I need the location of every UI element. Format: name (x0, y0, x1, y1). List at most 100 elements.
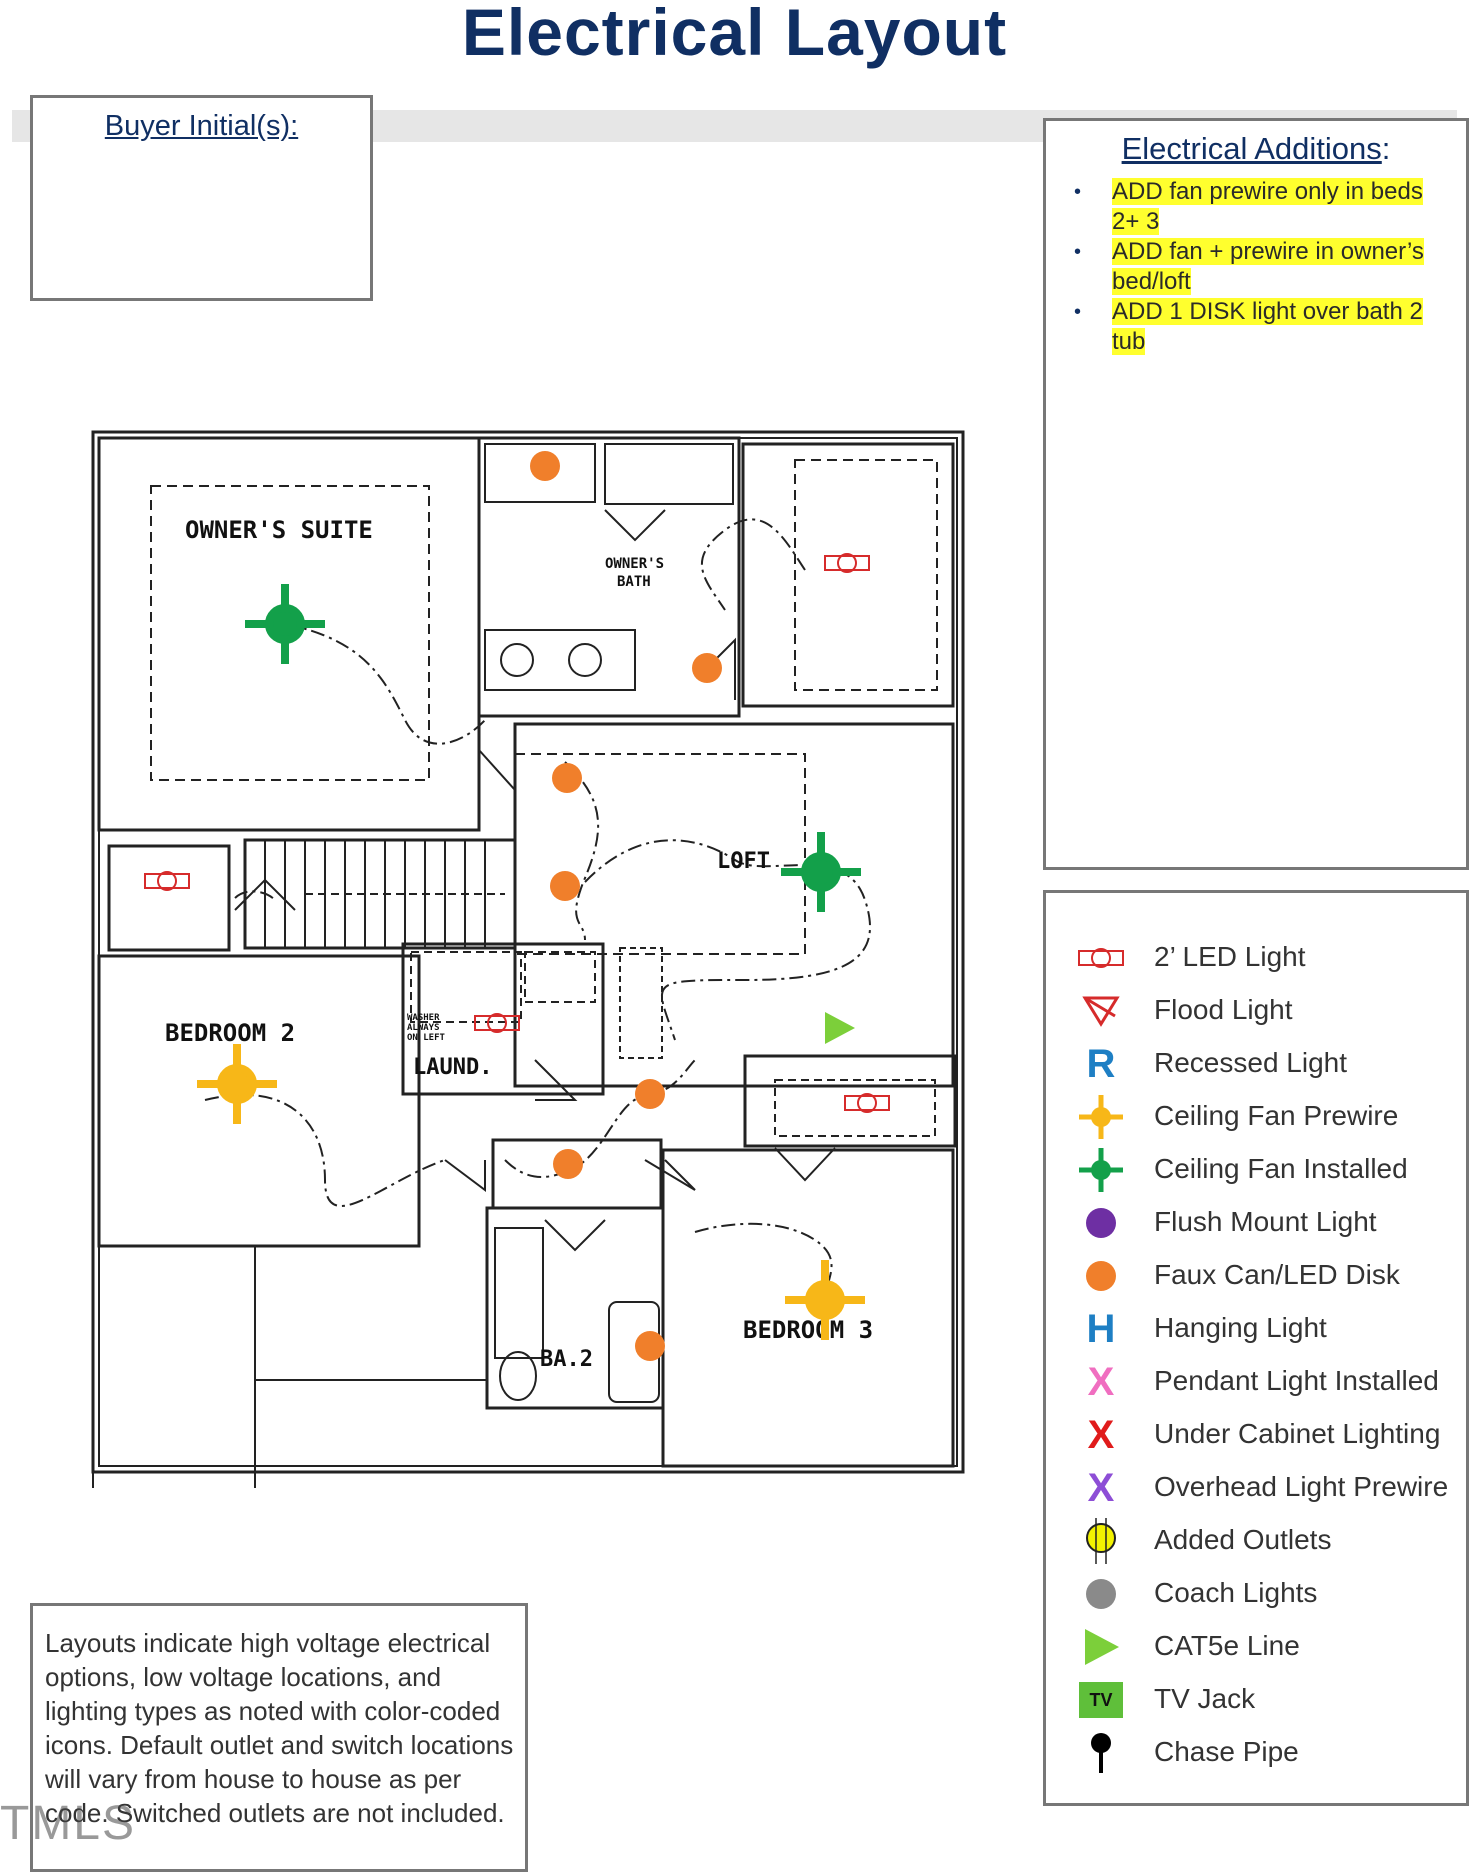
electrical-additions-box: Electrical Additions: ADD fan prewire on… (1043, 118, 1469, 870)
electrical-additions-title-colon: : (1381, 131, 1391, 166)
owners-closet-shelf (604, 443, 734, 505)
under-cabinet-lighting-icon: X (1076, 1410, 1126, 1460)
faux-can-led-disk-icon (1076, 1251, 1126, 1301)
cat5e-line-icon (1076, 1622, 1126, 1672)
legend-item-added-outlets: Added Outlets (1046, 1516, 1466, 1566)
owners-closet-wall (741, 442, 955, 708)
door (644, 1159, 696, 1191)
legend-item-led-light: 2’ LED Light (1046, 933, 1466, 983)
exterior-wall (91, 430, 965, 1474)
room-label-owners-bath: OWNER'S (605, 556, 664, 572)
note-text: Layouts indicate high voltage electrical… (45, 1628, 514, 1828)
faux-can-led-disk-icon (692, 653, 722, 683)
recessed-light-icon: R (1076, 1039, 1126, 1089)
legend-label: CAT5e Line (1154, 1630, 1300, 1661)
wire (284, 623, 486, 745)
owners-suite-tray (150, 485, 430, 781)
hanging-light-glyph: H (1086, 1306, 1116, 1351)
legend-item-under-cabinet-lighting: X Under Cabinet Lighting (1046, 1410, 1466, 1460)
wire (564, 1059, 696, 1173)
addition-item: ADD fan + prewire in owner’s bed/loft (1068, 237, 1448, 297)
overhead-prewire-glyph: X (1087, 1465, 1115, 1510)
legend-label: Added Outlets (1154, 1524, 1332, 1555)
door (544, 1219, 606, 1252)
legend-item-hanging-light: H Hanging Light (1046, 1304, 1466, 1354)
wire (204, 1093, 446, 1207)
wire (694, 1222, 833, 1301)
legend-label: 2’ LED Light (1154, 941, 1306, 972)
legend-item-chase-pipe: Chase Pipe (1046, 1728, 1466, 1778)
legend-label: Flush Mount Light (1154, 1206, 1377, 1237)
hanging-light-icon: H (1076, 1304, 1126, 1354)
room-label-owners-suite: OWNER'S SUITE (185, 516, 373, 544)
tv-jack-icon: TV (1076, 1675, 1126, 1725)
door (478, 749, 516, 793)
room-label-washer-2: ALWAYS (407, 1023, 440, 1033)
sink (568, 643, 602, 677)
flush-mount-light-icon (1076, 1198, 1126, 1248)
room-label-owners-bath-2: BATH (617, 574, 651, 590)
room-label-bedroom3: BEDROOM 3 (743, 1316, 873, 1344)
electrical-additions-title: Electrical Additions: (1046, 131, 1466, 167)
legend-item-flush-mount-light: Flush Mount Light (1046, 1198, 1466, 1248)
faux-can-led-disk-icon (553, 1149, 583, 1179)
legend-label: TV Jack (1154, 1683, 1256, 1714)
wiring (204, 518, 871, 1301)
ceiling-fan-installed-icon (245, 584, 325, 664)
overhead-light-prewire-icon: X (1076, 1463, 1126, 1513)
wire (564, 761, 600, 941)
legend-label: Coach Lights (1154, 1577, 1318, 1608)
recessed-light-glyph: R (1086, 1041, 1116, 1086)
led-light-icon (824, 553, 870, 573)
legend-item-pendant-light: X Pendant Light Installed (1046, 1357, 1466, 1407)
added-outlet-icon (1076, 1516, 1126, 1566)
bedroom2-wall (97, 954, 421, 1248)
door (234, 878, 296, 911)
ceiling-fan-prewire-icon (785, 1260, 865, 1340)
legend-item-faux-can-led-disk: Faux Can/LED Disk (1046, 1251, 1466, 1301)
faux-can-led-disk-icon (552, 763, 582, 793)
room-label-loft: LOFT (717, 849, 770, 874)
led-light-icon (144, 871, 190, 891)
faux-can-led-disk-icon (550, 871, 580, 901)
wire (584, 839, 871, 1041)
legend-item-recessed-light: R Recessed Light (1046, 1039, 1466, 1089)
note-box: Layouts indicate high voltage electrical… (30, 1603, 528, 1872)
dryer (524, 951, 596, 1003)
faux-can-led-disk-icon (635, 1079, 665, 1109)
electrical-additions-list: ADD fan prewire only in beds 2+ 3 ADD fa… (1068, 177, 1448, 357)
addition-item-text: ADD fan prewire only in beds 2+ 3 (1112, 178, 1423, 235)
door (534, 1059, 578, 1101)
addition-item: ADD fan prewire only in beds 2+ 3 (1068, 177, 1448, 237)
wire (234, 890, 276, 901)
buyer-initials-box[interactable]: Buyer Initial(s): (30, 95, 373, 301)
tv-jack-glyph: TV (1079, 1682, 1123, 1718)
faux-can-markers (530, 451, 722, 1361)
coach-light-icon (1076, 1569, 1126, 1619)
legend-label: Recessed Light (1154, 1047, 1348, 1078)
flood-light-icon (1076, 986, 1126, 1036)
ceiling-fan-installed-icon (1076, 1145, 1126, 1195)
legend-label: Flood Light (1154, 994, 1293, 1025)
ceiling-fan-prewire-icon (1076, 1092, 1126, 1142)
watermark: TMLS (0, 1797, 137, 1850)
legend-item-overhead-light-prewire: X Overhead Light Prewire (1046, 1463, 1466, 1513)
faux-can-led-disk-icon (530, 451, 560, 481)
legend-label: Ceiling Fan Installed (1154, 1153, 1408, 1184)
room-label-washer: WASHER (407, 1013, 440, 1023)
page-title: Electrical Layout (461, 0, 1008, 69)
led-light-markers (144, 553, 890, 1113)
owners-shower (484, 443, 596, 503)
sink (500, 643, 534, 677)
owners-closet-tray (794, 459, 938, 691)
wire (701, 518, 806, 611)
legend-item-ceiling-fan-installed: Ceiling Fan Installed (1046, 1145, 1466, 1195)
led-light-icon (474, 1013, 520, 1033)
legend-label: Ceiling Fan Prewire (1154, 1100, 1399, 1131)
addition-item-text: ADD fan + prewire in owner’s bed/loft (1112, 238, 1424, 295)
ceiling-fan-prewire-icon (197, 1044, 277, 1124)
bedroom3-wall (661, 1148, 955, 1468)
room-label-bedroom2: BEDROOM 2 (165, 1019, 295, 1047)
led-light-icon (844, 1093, 890, 1113)
ceiling-fan-installed-icon (781, 832, 861, 912)
